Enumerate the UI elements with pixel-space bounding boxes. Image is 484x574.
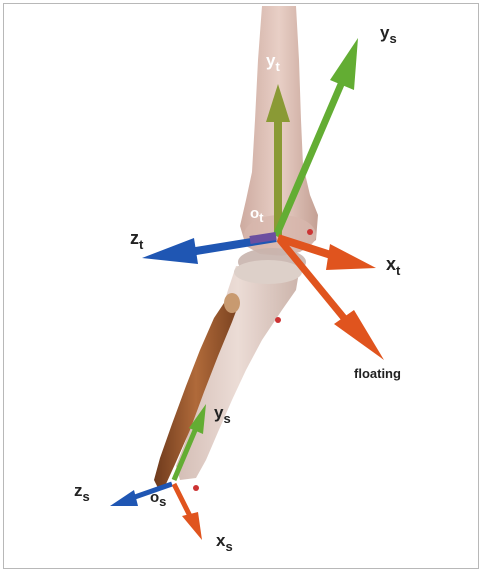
axis-y-shank-arrowhead <box>330 38 358 90</box>
label-x-thigh: xt <box>386 254 401 278</box>
label-z-shank: zs <box>74 481 90 504</box>
label-origin-shank: os <box>150 489 166 509</box>
label-z-thigh: zt <box>130 228 144 252</box>
label-floating-axis: floating <box>354 366 401 381</box>
axis-z-thigh-arrowhead <box>142 238 198 264</box>
axis-x-shank <box>174 484 190 516</box>
label-y-shank: ys <box>380 23 397 46</box>
axis-overlap-segment <box>250 236 276 240</box>
axis-z-shank-arrowhead <box>110 490 138 506</box>
marker-dot <box>193 485 199 491</box>
axis-x-shank-arrowhead <box>182 512 202 540</box>
tibial-plateau <box>234 260 302 284</box>
marker-dot <box>307 229 313 235</box>
marker-dot <box>275 317 281 323</box>
axis-x-thigh-arrowhead <box>326 244 376 270</box>
label-x-shank: xs <box>216 531 233 554</box>
fibular-head <box>224 293 240 313</box>
